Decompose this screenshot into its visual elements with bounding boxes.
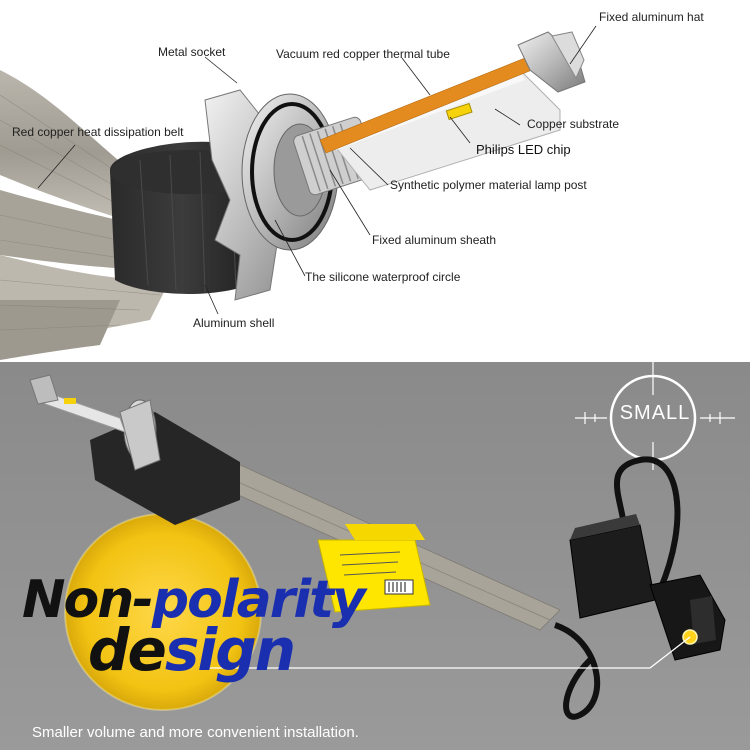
- led-chip: [445, 102, 473, 121]
- aluminum-hat: [517, 31, 586, 93]
- label-copper-substrate: Copper substrate: [527, 117, 620, 131]
- label-lamp-post: Synthetic polymer material lamp post: [390, 178, 587, 192]
- headline-line-1-part-1: Non-: [22, 570, 154, 630]
- label-metal-socket: Metal socket: [158, 45, 226, 59]
- small-badge-label: SMALL: [619, 402, 691, 424]
- label-fixed-aluminum-hat: Fixed aluminum hat: [599, 10, 704, 24]
- label-aluminum-shell: Aluminum shell: [193, 316, 275, 330]
- bulb-product: [29, 374, 726, 720]
- headline-line-2-part-2: sign: [164, 616, 296, 684]
- yellow-circle: [65, 514, 261, 710]
- headline-line-1: Non-polarity: [22, 570, 366, 630]
- lamp-post-graphic: [319, 31, 586, 191]
- lower-panel: [0, 362, 750, 750]
- label-vacuum-tube: Vacuum red copper thermal tube: [276, 47, 450, 61]
- callout-leaders: [37, 25, 597, 315]
- headline-line-2-part-1: de: [88, 616, 167, 684]
- headline-line-1-part-2: polarity: [151, 570, 366, 630]
- exploded-view: [0, 25, 597, 360]
- label-aluminum-sheath: Fixed aluminum sheath: [372, 233, 497, 247]
- label-philips-chip: Philips LED chip: [476, 142, 571, 157]
- label-waterproof-circle: The silicone waterproof circle: [305, 270, 461, 284]
- headline-line-2: design: [88, 616, 296, 684]
- caption: Smaller volume and more convenient insta…: [32, 724, 359, 741]
- label-red-copper-belt: Red copper heat dissipation belt: [12, 125, 184, 139]
